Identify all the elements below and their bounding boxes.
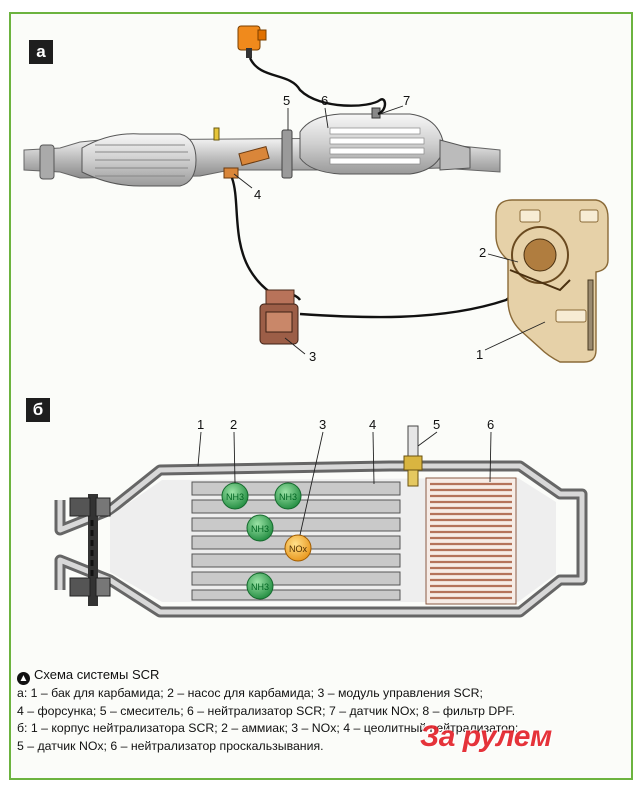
- pipe-flange-left: [39, 144, 55, 180]
- callout-b-2: 2: [230, 417, 238, 432]
- callout-b-1: 1: [197, 417, 205, 432]
- molecules: NH3 NH3 NH3 NOx NH3: [221, 482, 312, 600]
- molecule-label: NOx: [289, 544, 308, 554]
- mixer-flange: [281, 129, 293, 179]
- molecule-nox: NOx: [284, 534, 312, 562]
- urea-line-to-tank: [299, 269, 528, 319]
- top-sensor-module: [237, 25, 267, 58]
- figure-caption: ▲ Схема системы SCR а: 1 – бак для карбам…: [17, 666, 617, 755]
- molecule-label: NH3: [279, 492, 297, 502]
- caption-line-4: 5 – датчик NOx; 6 – нейтрализатор проска…: [17, 738, 324, 753]
- injector: [223, 145, 270, 179]
- panel-a-exhaust-system: [23, 25, 609, 363]
- molecule-label: NH3: [251, 524, 269, 534]
- callout-a-1: 1: [476, 347, 484, 362]
- slip-catalyst-stripes: [425, 477, 517, 605]
- callout-b-4: 4: [369, 417, 377, 432]
- molecule-nh3: NH3: [221, 482, 249, 510]
- scr-control-module: [259, 289, 299, 345]
- nox-sensor: [403, 425, 423, 487]
- callout-a-2: 2: [479, 245, 487, 260]
- panel-a-badge: а: [29, 40, 53, 64]
- callout-a-6: 6: [321, 93, 329, 108]
- urea-tank: [495, 199, 609, 363]
- molecule-nh3: NH3: [246, 514, 274, 542]
- molecule-label: NH3: [226, 492, 244, 502]
- molecule-nh3: NH3: [274, 482, 302, 510]
- molecule-nh3: NH3: [246, 572, 274, 600]
- callout-a-3: 3: [309, 349, 317, 364]
- caption-title: Схема системы SCR: [34, 667, 160, 682]
- caption-line-1: а: 1 – бак для карбамида; 2 – насос для …: [17, 686, 483, 700]
- za-rulem-logo: За рулем: [420, 720, 552, 753]
- callout-a-5: 5: [283, 93, 291, 108]
- arrow-up-circle-icon: ▲: [17, 672, 30, 685]
- callout-b-5: 5: [433, 417, 441, 432]
- sensor-wire: [248, 57, 387, 116]
- caption-line-2: 4 – форсунка; 5 – смеситель; 6 – нейтрал…: [17, 703, 516, 718]
- callout-b-6: 6: [487, 417, 495, 432]
- molecule-label: NH3: [251, 582, 269, 592]
- callout-a-7: 7: [403, 93, 411, 108]
- caption-line-3: б: 1 – корпус нейтрализатора SCR; 2 – ам…: [17, 721, 519, 736]
- callout-a-4: 4: [254, 187, 262, 202]
- panel-b-scr-cross-section: [54, 425, 588, 618]
- panel-b-badge: б: [26, 398, 50, 422]
- callout-b-3: 3: [319, 417, 327, 432]
